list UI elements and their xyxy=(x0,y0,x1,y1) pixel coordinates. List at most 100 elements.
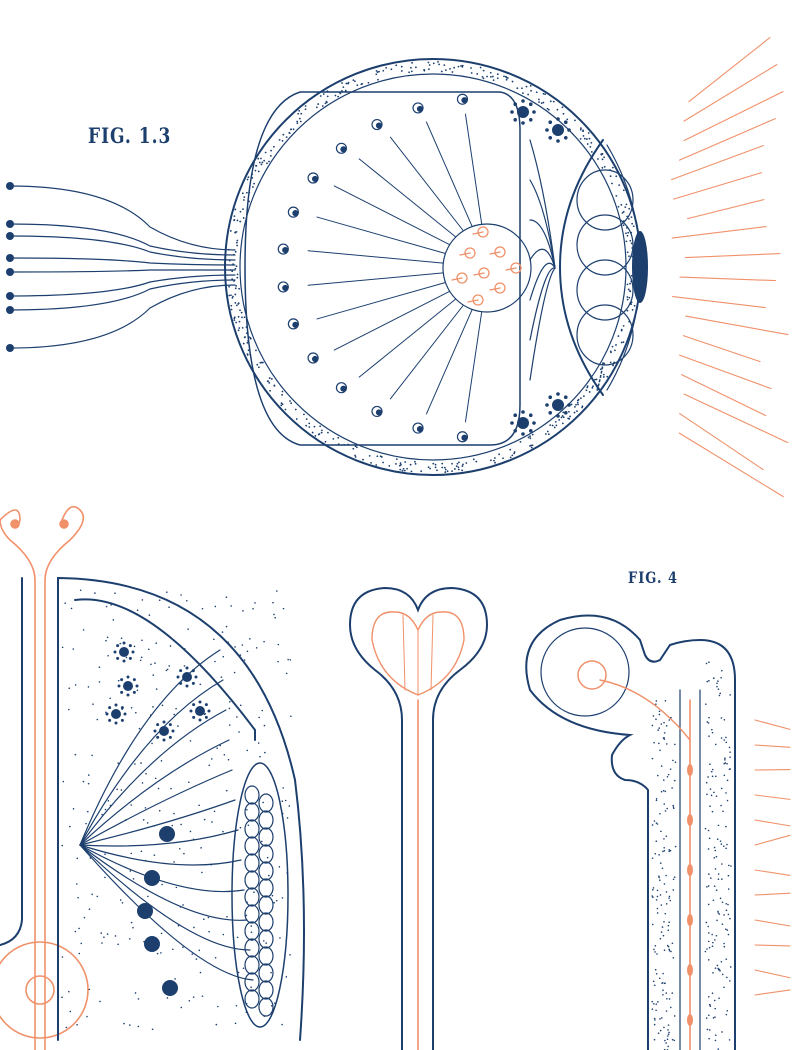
seed xyxy=(244,819,260,839)
spore xyxy=(123,681,133,691)
stipple-dot xyxy=(347,81,350,84)
stipple-dot xyxy=(147,895,149,898)
spore-dot xyxy=(114,721,118,725)
stipple-dot xyxy=(274,616,276,619)
stipple-dot xyxy=(239,210,242,213)
stipple-dot xyxy=(547,433,550,436)
stipple-dot xyxy=(104,808,107,811)
stipple-dot xyxy=(264,751,266,754)
stipple-dot xyxy=(725,902,728,905)
stipple-dot xyxy=(667,924,670,927)
stipple-dot xyxy=(673,779,676,782)
stipple-dot xyxy=(233,317,236,320)
stipple-dot xyxy=(385,66,388,69)
stipple-dot xyxy=(722,810,724,813)
stipple-dot xyxy=(715,934,718,937)
stipple-dot xyxy=(173,713,175,716)
stipple-dot xyxy=(214,605,217,608)
bead xyxy=(687,914,693,926)
photoreceptor xyxy=(510,262,522,274)
stipple-dot xyxy=(652,980,655,983)
stipple-dot xyxy=(141,639,143,642)
stipple-dot xyxy=(544,433,547,435)
stipple-dot xyxy=(603,362,606,365)
spore-dot xyxy=(162,738,166,742)
stipple-dot xyxy=(715,795,718,797)
light-ray xyxy=(754,744,791,748)
stipple-dot xyxy=(434,463,437,466)
stipple-dot xyxy=(472,458,475,461)
stipple-dot xyxy=(241,316,243,319)
stipple-dot xyxy=(257,170,260,173)
stipple-dot xyxy=(368,455,371,457)
seed xyxy=(258,827,274,847)
retina-ray xyxy=(464,113,483,225)
stipple-dot xyxy=(281,403,284,406)
eye-center-disc xyxy=(442,223,532,313)
ciliary-fiber xyxy=(529,267,556,381)
stipple-dot xyxy=(729,756,731,758)
stipple-dot xyxy=(243,196,246,199)
spore-dot xyxy=(171,729,175,733)
stipple-dot xyxy=(233,319,236,322)
stipple-dot xyxy=(479,66,482,69)
spore-dot xyxy=(116,644,120,648)
stipple-dot xyxy=(672,889,675,891)
stipple-dot xyxy=(707,722,710,724)
stipple-dot xyxy=(227,248,230,251)
stipple-dot xyxy=(707,829,710,832)
seed-node xyxy=(144,870,160,886)
stipple-dot xyxy=(725,792,727,794)
stipple-dot xyxy=(80,942,83,945)
stipple-dot xyxy=(729,751,731,753)
spore xyxy=(182,672,192,682)
stipple-dot xyxy=(157,787,160,790)
stipple-dot xyxy=(99,1000,101,1003)
seed-node xyxy=(162,980,178,996)
stipple-dot xyxy=(720,737,723,739)
stipple-dot xyxy=(595,378,598,381)
stipple-dot xyxy=(725,928,727,930)
retina-cell-core xyxy=(375,122,383,129)
stipple-dot xyxy=(140,850,143,853)
stipple-dot xyxy=(667,1029,669,1031)
stipple-dot xyxy=(667,1035,669,1037)
stipple-dot xyxy=(660,830,662,833)
stipple-dot xyxy=(674,743,676,746)
stipple-dot xyxy=(248,191,251,194)
stipple-dot xyxy=(275,899,278,902)
stipple-dot xyxy=(265,942,267,944)
stipple-dot xyxy=(246,749,249,752)
stipple-dot xyxy=(87,782,90,785)
stipple-dot xyxy=(245,191,248,194)
stipple-dot xyxy=(105,711,107,714)
retina-ray xyxy=(307,250,444,264)
stipple-dot xyxy=(327,431,329,434)
seed xyxy=(258,963,274,983)
stipple-dot xyxy=(114,935,117,937)
stipple-dot xyxy=(726,843,728,846)
ciliary-fiber xyxy=(529,262,556,301)
stipple-dot xyxy=(531,433,534,436)
pigment-dot xyxy=(563,135,568,140)
stipple-dot xyxy=(282,787,284,789)
stipple-dot xyxy=(668,949,671,952)
stipple-dot xyxy=(654,951,656,953)
stipple-dot xyxy=(590,141,593,144)
seed xyxy=(244,938,260,958)
stipple-dot xyxy=(656,889,659,892)
retina-cell xyxy=(412,422,424,434)
stipple-dot xyxy=(711,775,714,778)
stipple-dot xyxy=(666,1038,669,1041)
stipple-dot xyxy=(158,599,161,602)
nerve-end xyxy=(6,306,14,314)
stipple-dot xyxy=(717,969,720,971)
stipple-dot xyxy=(410,66,412,69)
stipple-dot xyxy=(189,830,192,833)
stipple-dot xyxy=(303,413,305,416)
pigment-dot xyxy=(513,413,518,418)
stipple-dot xyxy=(561,106,564,109)
stipple-dot xyxy=(107,654,109,657)
stipple-dot xyxy=(230,308,233,311)
stipple-dot xyxy=(612,364,614,367)
